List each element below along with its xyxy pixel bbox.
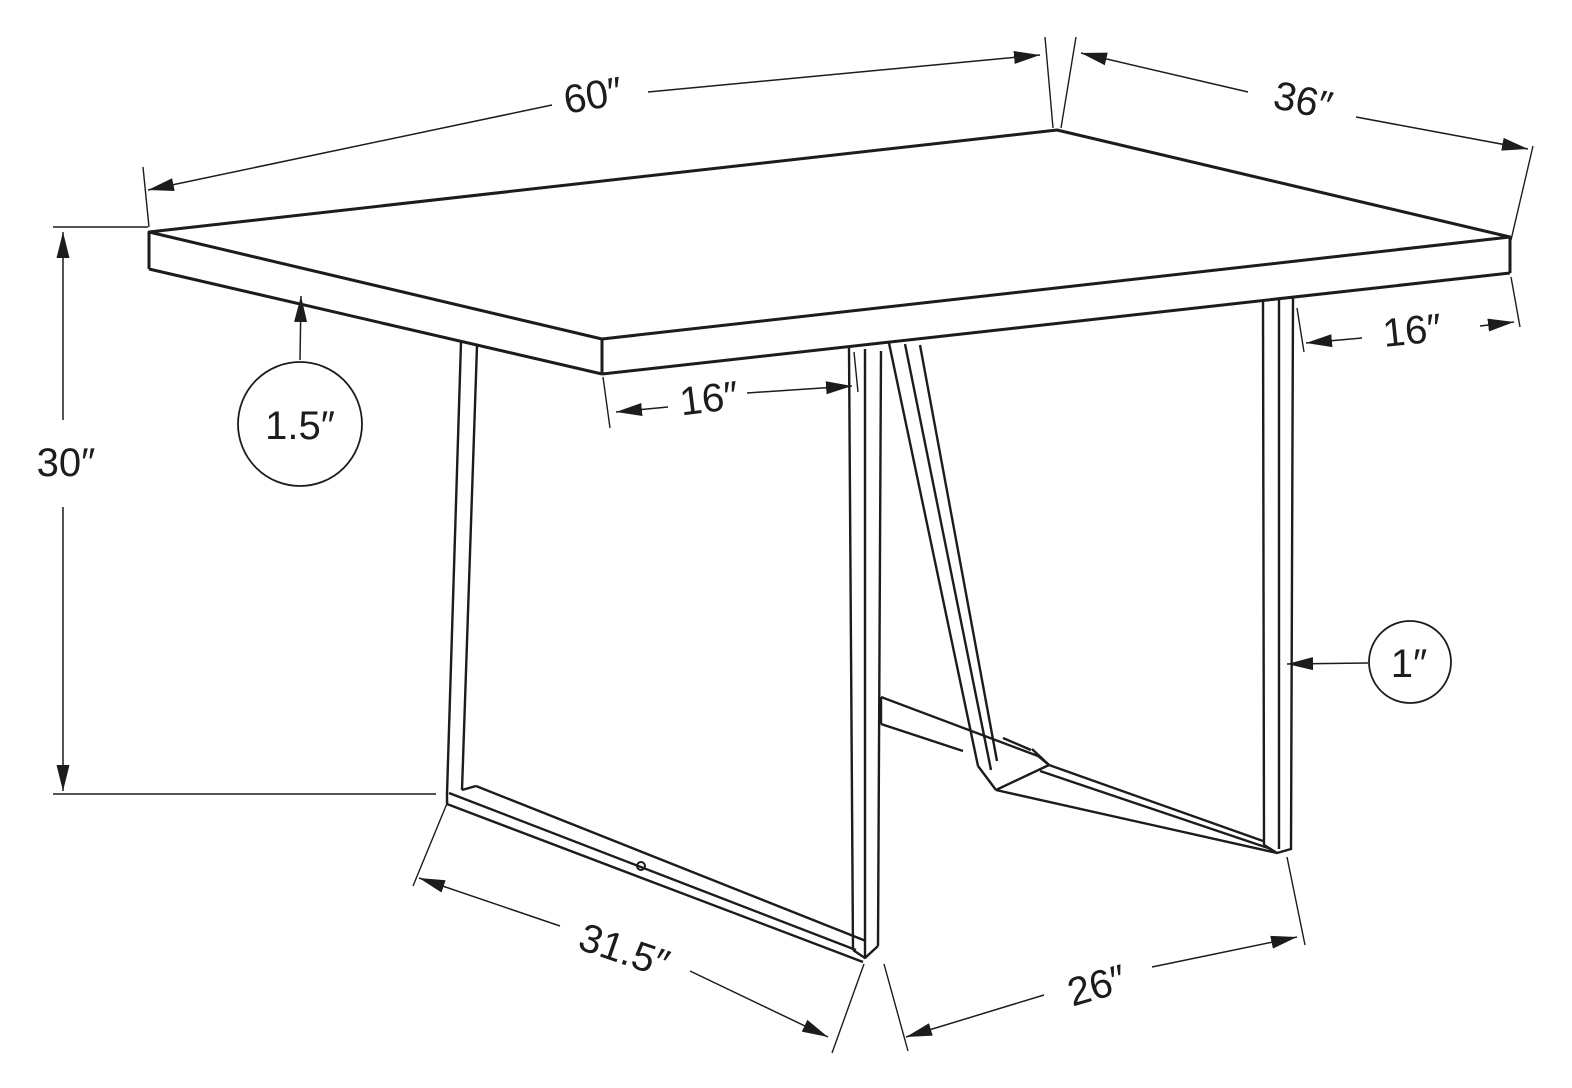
dim-inset-side: 16″: [1305, 306, 1515, 356]
dim-inset-front: 16″: [615, 374, 853, 425]
callout-tube-size-label: 1″: [1391, 642, 1427, 686]
tube-callout-circle: [1368, 620, 1452, 704]
dim-height: 30″: [37, 232, 96, 791]
dim-base-front-label: 31.5″: [573, 915, 674, 987]
dim-top-length: 60″: [147, 50, 1041, 192]
dim-inset-front-label: 16″: [677, 374, 741, 425]
dim-top-depth: 36″: [1080, 52, 1529, 151]
dim-inset-side-label: 16″: [1381, 306, 1444, 356]
extension-lines: [53, 36, 1534, 1054]
runner-bolt-hole: [636, 861, 646, 871]
callout-top-thickness: 1.5″: [237, 295, 363, 487]
stretcher-outline: [879, 695, 1050, 766]
right-leg-outline: [887, 297, 1295, 855]
dim-base-side: 26″: [905, 935, 1298, 1038]
dim-top-length-label: 60″: [560, 69, 625, 123]
dim-base-side-label: 26″: [1063, 957, 1132, 1015]
left-leg-outline: [445, 341, 883, 964]
tabletop-outline: [147, 128, 1512, 376]
dim-top-depth-label: 36″: [1270, 73, 1337, 128]
thickness-callout-circle: [237, 361, 363, 487]
callout-tube-size: 1″: [1286, 620, 1452, 704]
callout-top-thickness-label: 1.5″: [265, 404, 335, 448]
dim-height-label: 30″: [37, 441, 96, 485]
